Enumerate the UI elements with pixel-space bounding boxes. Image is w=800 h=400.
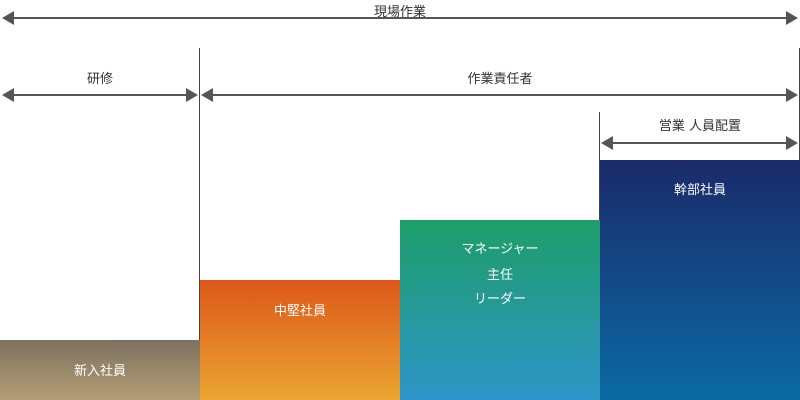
step-executive-label: 幹部社員	[673, 183, 726, 198]
manager-span-arrow	[201, 88, 798, 102]
divider-training-manager	[199, 48, 200, 400]
arrow-right-icon	[186, 88, 198, 102]
step-leader-line-1: マネージャー	[461, 242, 539, 257]
arrow-line	[12, 94, 188, 96]
arrow-right-icon	[786, 88, 798, 102]
step-mid-level-label: 中堅社員	[273, 304, 326, 319]
arrow-right-icon	[786, 11, 798, 25]
step-leader-line-2: 主任	[486, 268, 513, 283]
step-leader-line-3: リーダー	[473, 292, 526, 307]
arrow-line	[211, 94, 788, 96]
arrow-line	[611, 142, 788, 144]
step-new-employee-label: 新入社員	[73, 364, 126, 379]
step-executive: 幹部社員	[600, 160, 800, 400]
top-span-label: 現場作業	[373, 5, 426, 20]
arrow-line	[12, 17, 788, 19]
step-new-employee: 新入社員	[0, 340, 200, 400]
arrow-left-icon	[2, 11, 14, 25]
step-mid-level: 中堅社員	[200, 280, 400, 400]
manager-span-label: 作業責任者	[467, 72, 533, 87]
training-span-arrow	[2, 88, 198, 102]
arrow-left-icon	[601, 136, 613, 150]
sales-span-label: 営業 人員配置	[658, 119, 742, 134]
top-span-arrow	[2, 11, 798, 25]
arrow-left-icon	[201, 88, 213, 102]
step-leader: マネージャー 主任 リーダー	[400, 220, 600, 400]
sales-span-arrow	[601, 136, 798, 150]
arrow-right-icon	[786, 136, 798, 150]
training-span-label: 研修	[86, 72, 113, 87]
arrow-left-icon	[2, 88, 14, 102]
